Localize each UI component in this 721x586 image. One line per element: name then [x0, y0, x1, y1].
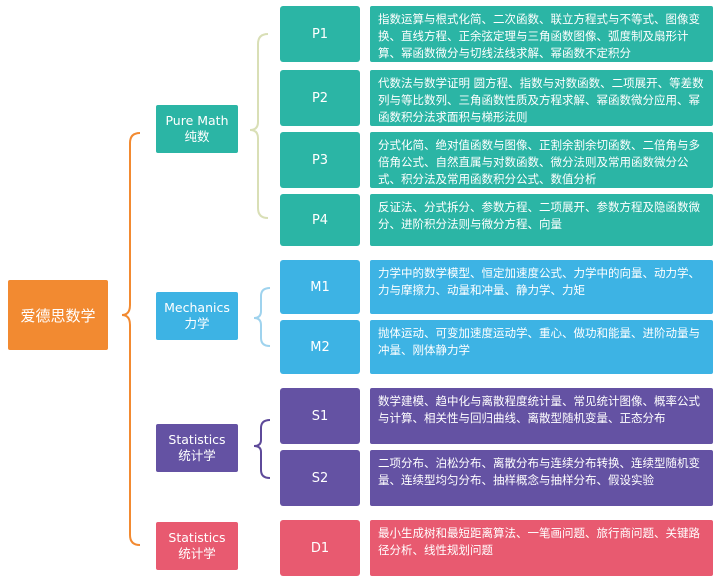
mechanics-bracket [253, 287, 271, 347]
statistics-bracket [253, 419, 271, 479]
unit-code-label: P2 [311, 90, 329, 106]
root-bracket [121, 132, 141, 546]
unit-description-text: 反证法、分式拆分、参数方程、二项展开、参数方程及隐函数微分、进阶积分法则与微分方… [378, 200, 700, 231]
category-pure-math-cn: 纯数 [184, 129, 210, 144]
unit-description-text: 分式化简、绝对值函数与图像、正割余割余切函数、二倍角与多倍角公式、自然直属与对数… [378, 138, 700, 186]
unit-description-text: 最小生成树和最短距离算法、一笔画问题、旅行商问题、关键路径分析、线性规划问题 [378, 526, 700, 557]
unit-description-d1: 最小生成树和最短距离算法、一笔画问题、旅行商问题、关键路径分析、线性规划问题 [370, 520, 713, 576]
unit-description-s1: 数学建模、趋中化与离散程度统计量、常见统计图像、概率公式与计算、相关性与回归曲线… [370, 388, 713, 444]
unit-code-m1: M1 [280, 260, 360, 314]
category-decision-en: Statistics [168, 530, 226, 545]
unit-description-text: 指数运算与根式化简、二次函数、联立方程式与不等式、图像变换、直线方程、正余弦定理… [378, 12, 700, 60]
root-node: 爱德思数学 [8, 280, 108, 350]
category-decision-cn: 统计学 [178, 546, 216, 561]
unit-description-m1: 力学中的数学模型、恒定加速度公式、力学中的向量、动力学、力与摩擦力、动量和冲量、… [370, 260, 713, 314]
pure-math-bracket [249, 33, 269, 219]
unit-description-p1: 指数运算与根式化简、二次函数、联立方程式与不等式、图像变换、直线方程、正余弦定理… [370, 6, 713, 62]
unit-description-text: 抛体运动、可变加速度运动学、重心、做功和能量、进阶动量与冲量、刚体静力学 [378, 326, 700, 357]
unit-code-label: P4 [311, 212, 329, 228]
unit-code-m2: M2 [280, 320, 360, 374]
unit-description-m2: 抛体运动、可变加速度运动学、重心、做功和能量、进阶动量与冲量、刚体静力学 [370, 320, 713, 374]
unit-code-label: M2 [310, 339, 330, 355]
root-label: 爱德思数学 [20, 306, 96, 325]
unit-code-label: P1 [311, 26, 329, 42]
category-statistics: Statistics 统计学 [156, 424, 238, 472]
unit-description-text: 代数法与数学证明 圆方程、指数与对数函数、二项展开、等差数列与等比数列、三角函数… [378, 76, 704, 124]
unit-description-text: 数学建模、趋中化与离散程度统计量、常见统计图像、概率公式与计算、相关性与回归曲线… [378, 394, 700, 425]
unit-description-p2: 代数法与数学证明 圆方程、指数与对数函数、二项展开、等差数列与等比数列、三角函数… [370, 70, 713, 126]
unit-code-label: P3 [311, 152, 329, 168]
unit-code-label: M1 [310, 279, 330, 295]
unit-code-p2: P2 [280, 70, 360, 126]
unit-code-label: S1 [311, 408, 329, 424]
category-mechanics: Mechanics 力学 [156, 292, 238, 340]
category-pure-math-en: Pure Math [165, 113, 229, 128]
category-statistics-cn: 统计学 [178, 448, 216, 463]
unit-code-s2: S2 [280, 450, 360, 506]
unit-code-label: S2 [311, 470, 329, 486]
category-mechanics-cn: 力学 [184, 316, 210, 331]
unit-code-p1: P1 [280, 6, 360, 62]
category-statistics-en: Statistics [168, 432, 226, 447]
unit-description-text: 二项分布、泊松分布、离散分布与连续分布转换、连续型随机变量、连续型均匀分布、抽样… [378, 456, 700, 487]
unit-description-s2: 二项分布、泊松分布、离散分布与连续分布转换、连续型随机变量、连续型均匀分布、抽样… [370, 450, 713, 506]
unit-description-p4: 反证法、分式拆分、参数方程、二项展开、参数方程及隐函数微分、进阶积分法则与微分方… [370, 194, 713, 246]
unit-code-s1: S1 [280, 388, 360, 444]
unit-code-p3: P3 [280, 132, 360, 188]
unit-code-label: D1 [310, 540, 330, 556]
unit-code-d1: D1 [280, 520, 360, 576]
category-mechanics-en: Mechanics [164, 300, 230, 315]
unit-description-text: 力学中的数学模型、恒定加速度公式、力学中的向量、动力学、力与摩擦力、动量和冲量、… [378, 266, 700, 297]
category-pure-math: Pure Math 纯数 [156, 105, 238, 153]
category-decision: Statistics 统计学 [156, 522, 238, 570]
unit-description-p3: 分式化简、绝对值函数与图像、正割余割余切函数、二倍角与多倍角公式、自然直属与对数… [370, 132, 713, 188]
unit-code-p4: P4 [280, 194, 360, 246]
